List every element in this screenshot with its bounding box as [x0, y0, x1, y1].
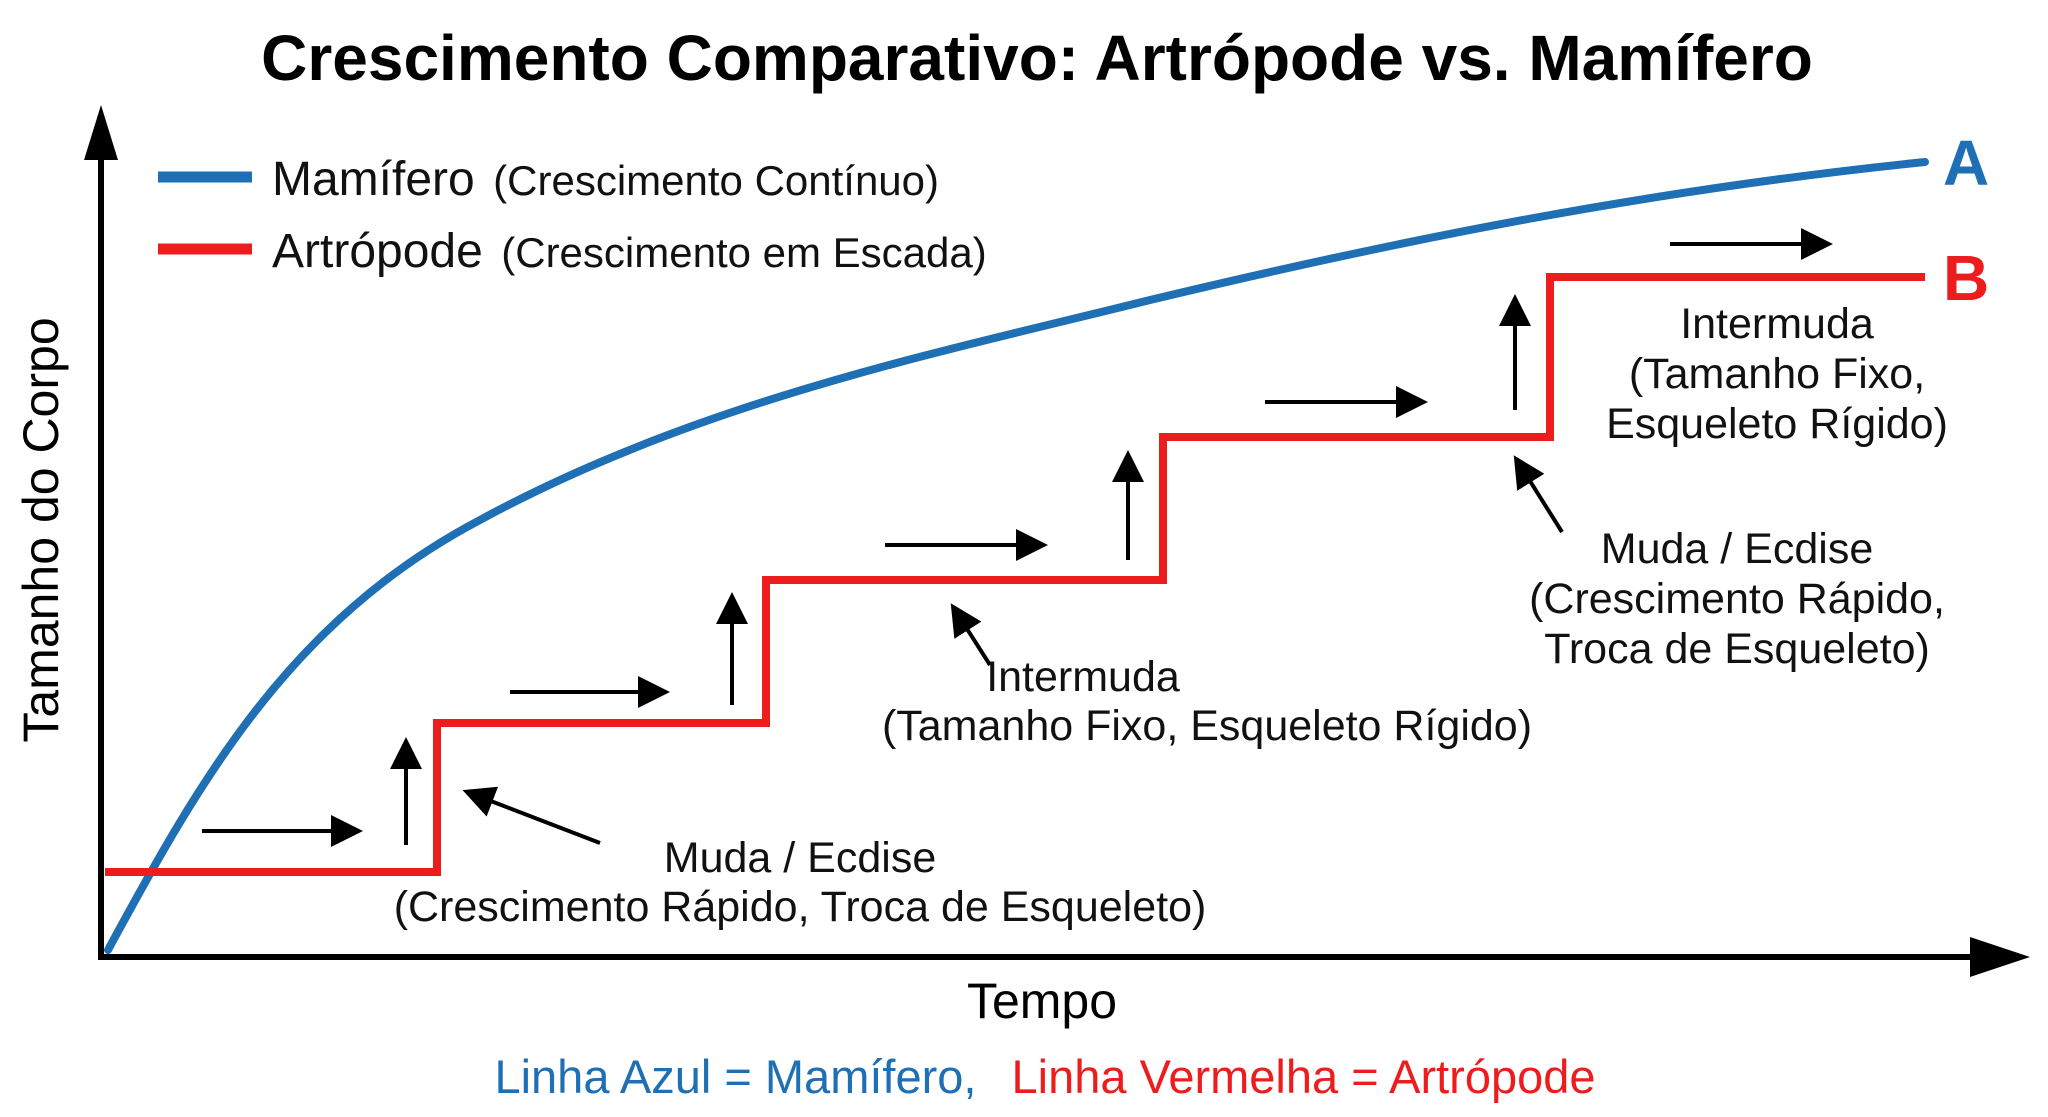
annotation-molt-2-detail-1: (Crescimento Rápido,: [1529, 575, 1945, 623]
footer-blue-text: Linha Azul = Mamífero,: [494, 1050, 976, 1103]
axes: [84, 105, 2030, 977]
y-axis-label: Tamanho do Corpo: [13, 317, 69, 742]
annotation-molt-1: Muda / Ecdise (Crescimento Rápido, Troca…: [394, 834, 1207, 931]
annotation-intermolt-1-title: Intermuda: [986, 653, 1180, 701]
annotation-molt-1-detail: (Crescimento Rápido, Troca de Esqueleto): [394, 883, 1207, 931]
footer-red-text: Linha Vermelha = Artrópode: [1012, 1050, 1596, 1103]
y-axis-arrowhead: [84, 105, 118, 160]
legend-label-mammal: Mamífero (Crescimento Contínuo): [272, 153, 939, 206]
footer-caption: Linha Azul = Mamífero, Linha Vermelha = …: [494, 1050, 1595, 1103]
annotation-intermolt-2: Intermuda (Tamanho Fixo, Esqueleto Rígid…: [1606, 300, 1948, 448]
molt-arrows: [390, 294, 1531, 845]
annotation-molt-2-detail-2: Troca de Esqueleto): [1544, 625, 1930, 673]
end-label-mammal: A: [1943, 127, 1989, 199]
diagram-title: Crescimento Comparativo: Artrópode vs. M…: [261, 22, 1813, 94]
intermolt-arrows: [202, 228, 1833, 847]
annotation-molt-2: Muda / Ecdise (Crescimento Rápido, Troca…: [1529, 525, 1945, 673]
annotation-intermolt-2-detail-2: Esqueleto Rígido): [1606, 400, 1948, 448]
annotation-intermolt-2-detail-1: (Tamanho Fixo,: [1629, 350, 1925, 398]
mammal-growth-curve: [104, 158, 1929, 954]
legend: Mamífero (Crescimento Contínuo) Artrópod…: [158, 153, 987, 278]
x-axis-label: Tempo: [967, 973, 1117, 1029]
legend-label-arthropod: Artrópode (Crescimento em Escada): [272, 225, 987, 278]
annotation-intermolt-2-title: Intermuda: [1680, 300, 1874, 348]
x-axis-arrowhead: [1970, 937, 2030, 977]
pointer-molt-2: [1513, 455, 1564, 534]
annotation-molt-2-title: Muda / Ecdise: [1601, 525, 1873, 573]
pointer-intermolt-1: [950, 603, 992, 667]
annotation-intermolt-1-detail: (Tamanho Fixo, Esqueleto Rígido): [882, 702, 1532, 750]
annotation-intermolt-1: Intermuda (Tamanho Fixo, Esqueleto Rígid…: [882, 653, 1532, 750]
pointer-arrows: [462, 455, 1564, 845]
pointer-molt-1: [462, 786, 601, 845]
end-label-arthropod: B: [1943, 242, 1989, 314]
annotation-molt-1-title: Muda / Ecdise: [664, 834, 936, 882]
arthropod-growth-steps: [105, 273, 1925, 876]
